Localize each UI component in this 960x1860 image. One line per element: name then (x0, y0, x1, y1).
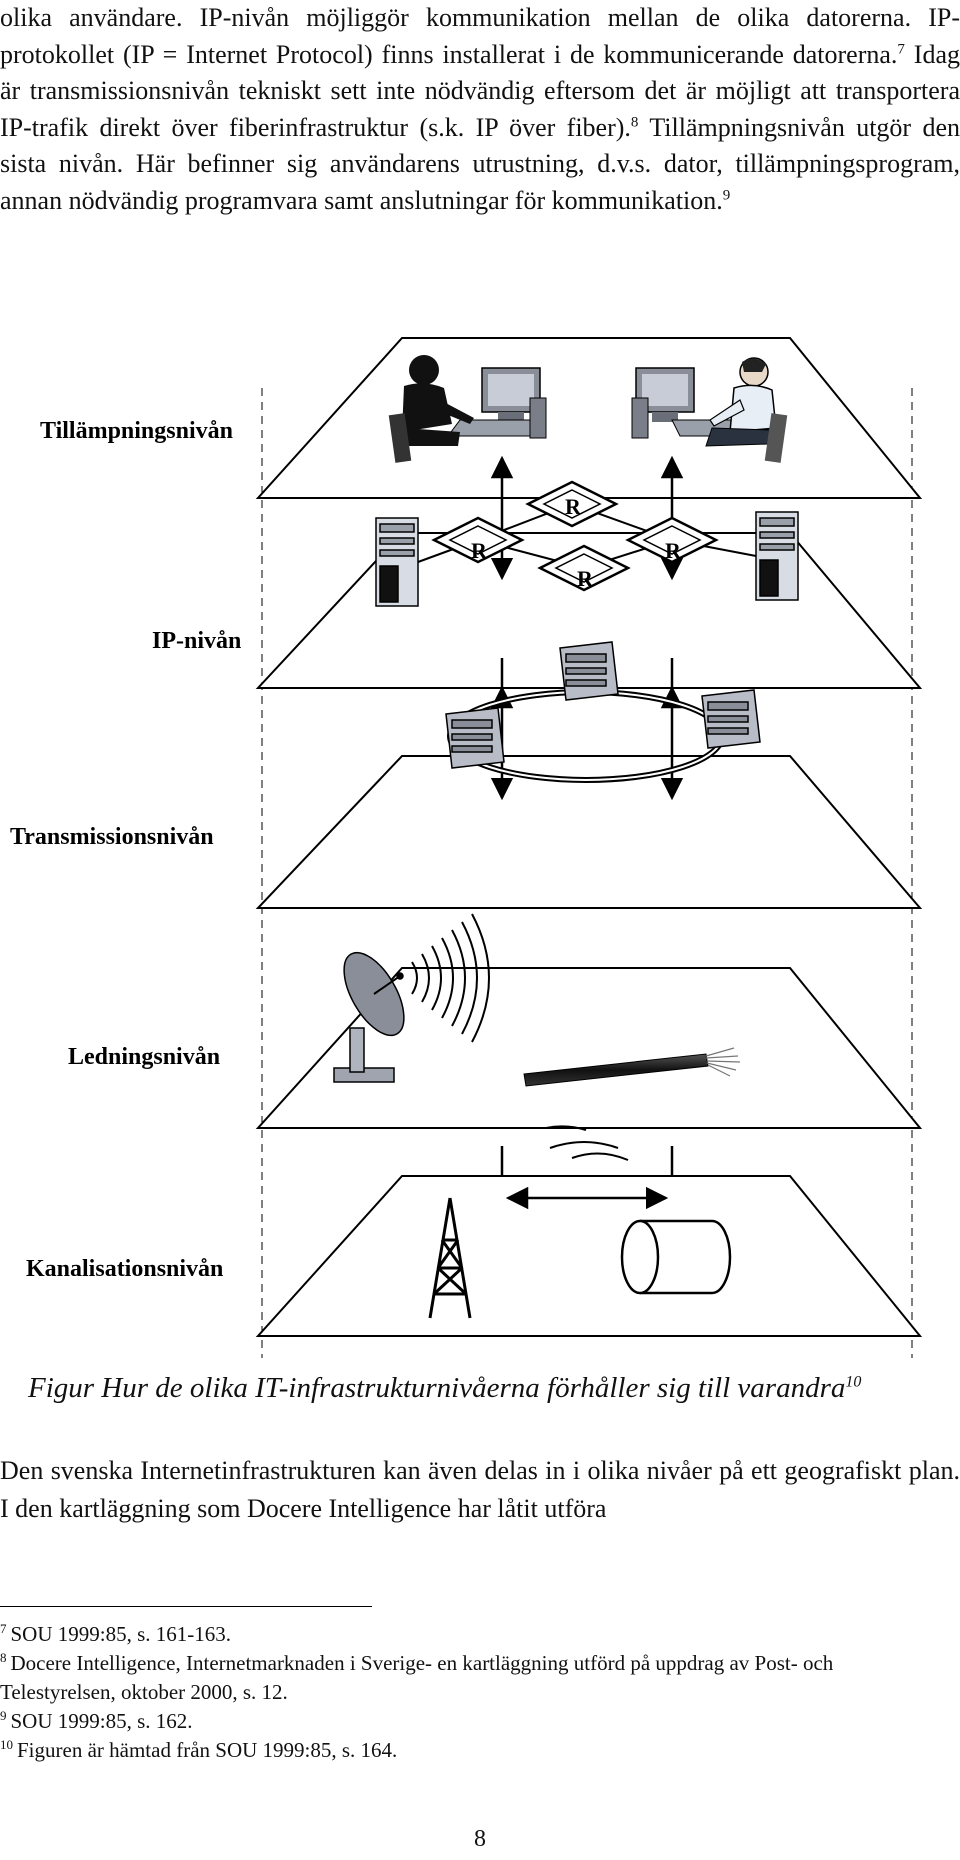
intro-text-2: Idag är transmissionsnivån tekniskt sett… (0, 39, 960, 142)
radio-tower-icon (428, 1197, 472, 1319)
figure-caption: Figur Hur de olika IT-infrastrukturnivåe… (28, 1372, 861, 1405)
transmission-server-left-icon (445, 707, 505, 769)
intro-paragraph: olika användare. IP-nivån möjliggör komm… (0, 0, 960, 219)
layer-planes (255, 337, 923, 1337)
router-label-1: R (471, 538, 488, 563)
footnote-text: Docere Intelligence, Internetmarknaden i… (0, 1651, 834, 1704)
footnote-ref-9[interactable]: 9 (722, 186, 731, 203)
server-right-icon (755, 511, 799, 601)
body-paragraph: Den svenska Internetinfrastrukturen kan … (0, 1456, 960, 1523)
router-label-2: R (565, 494, 582, 519)
page-number: 8 (474, 1826, 486, 1852)
router-icon-2 (525, 480, 619, 528)
footnote-text: Figuren är hämtad från SOU 1999:85, s. 1… (17, 1738, 398, 1762)
router-icon-4 (625, 516, 719, 564)
intro-text-1: olika användare. IP-nivån möjliggör komm… (0, 3, 960, 69)
footnote-text: SOU 1999:85, s. 161-163. (10, 1622, 232, 1646)
radio-waves (411, 913, 490, 1043)
plane-application (255, 337, 923, 499)
layer-label-ip: IP-nivån (152, 628, 242, 654)
fiber-cable-icon (523, 1047, 741, 1087)
figure-drawing: R R R R (255, 337, 923, 1358)
transmission-server-top-icon (559, 641, 619, 701)
footnote-ref-10[interactable]: 10 (845, 1373, 862, 1391)
layer-label-transmission: Transmissionsnivån (10, 824, 214, 850)
transmission-server-right-icon (701, 689, 761, 749)
router-labels: R R R R (471, 494, 682, 591)
layer-label-application: Tillämpningsnivån (40, 418, 233, 444)
footnote-number: 7 (0, 1621, 7, 1636)
intro-text-3: Tillämpningsnivån utgör den sista nivån.… (0, 112, 960, 215)
layer-label-channel: Kanalisationsnivån (26, 1256, 224, 1282)
footnote-ref-8[interactable]: 8 (630, 113, 639, 130)
plane-transmission (255, 755, 923, 909)
footnote-number: 9 (0, 1708, 7, 1723)
duct-pipe-icon (620, 1219, 732, 1295)
plane-wiring (255, 967, 923, 1129)
router-icons (431, 480, 719, 592)
person-left-icon (388, 355, 547, 463)
router-icon-1 (431, 516, 525, 564)
footnote-number: 10 (0, 1737, 13, 1752)
caption-text: Figur Hur de olika IT-infrastrukturnivåe… (28, 1372, 846, 1404)
infrastructure-layers-figure: R R R R (0, 328, 960, 1368)
footnote-item: 10 Figuren är hämtad från SOU 1999:85, s.… (0, 1736, 950, 1765)
layer-label-wiring: Ledningsnivån (68, 1044, 221, 1070)
router-label-3: R (577, 566, 594, 591)
dashed-guide-lines (261, 388, 913, 1358)
signal-arcs (545, 1125, 629, 1161)
plane-channel (255, 1175, 923, 1337)
satellite-dish-icon (333, 951, 405, 1083)
footnote-separator (0, 1606, 372, 1607)
router-icon-3 (537, 544, 631, 592)
router-label-4: R (665, 538, 682, 563)
person-right-icon (631, 357, 788, 463)
footnote-text: SOU 1999:85, s. 162. (10, 1709, 193, 1733)
footnote-number: 8 (0, 1650, 7, 1665)
server-left-icon (375, 517, 419, 607)
footnote-ref-7[interactable]: 7 (897, 40, 905, 57)
